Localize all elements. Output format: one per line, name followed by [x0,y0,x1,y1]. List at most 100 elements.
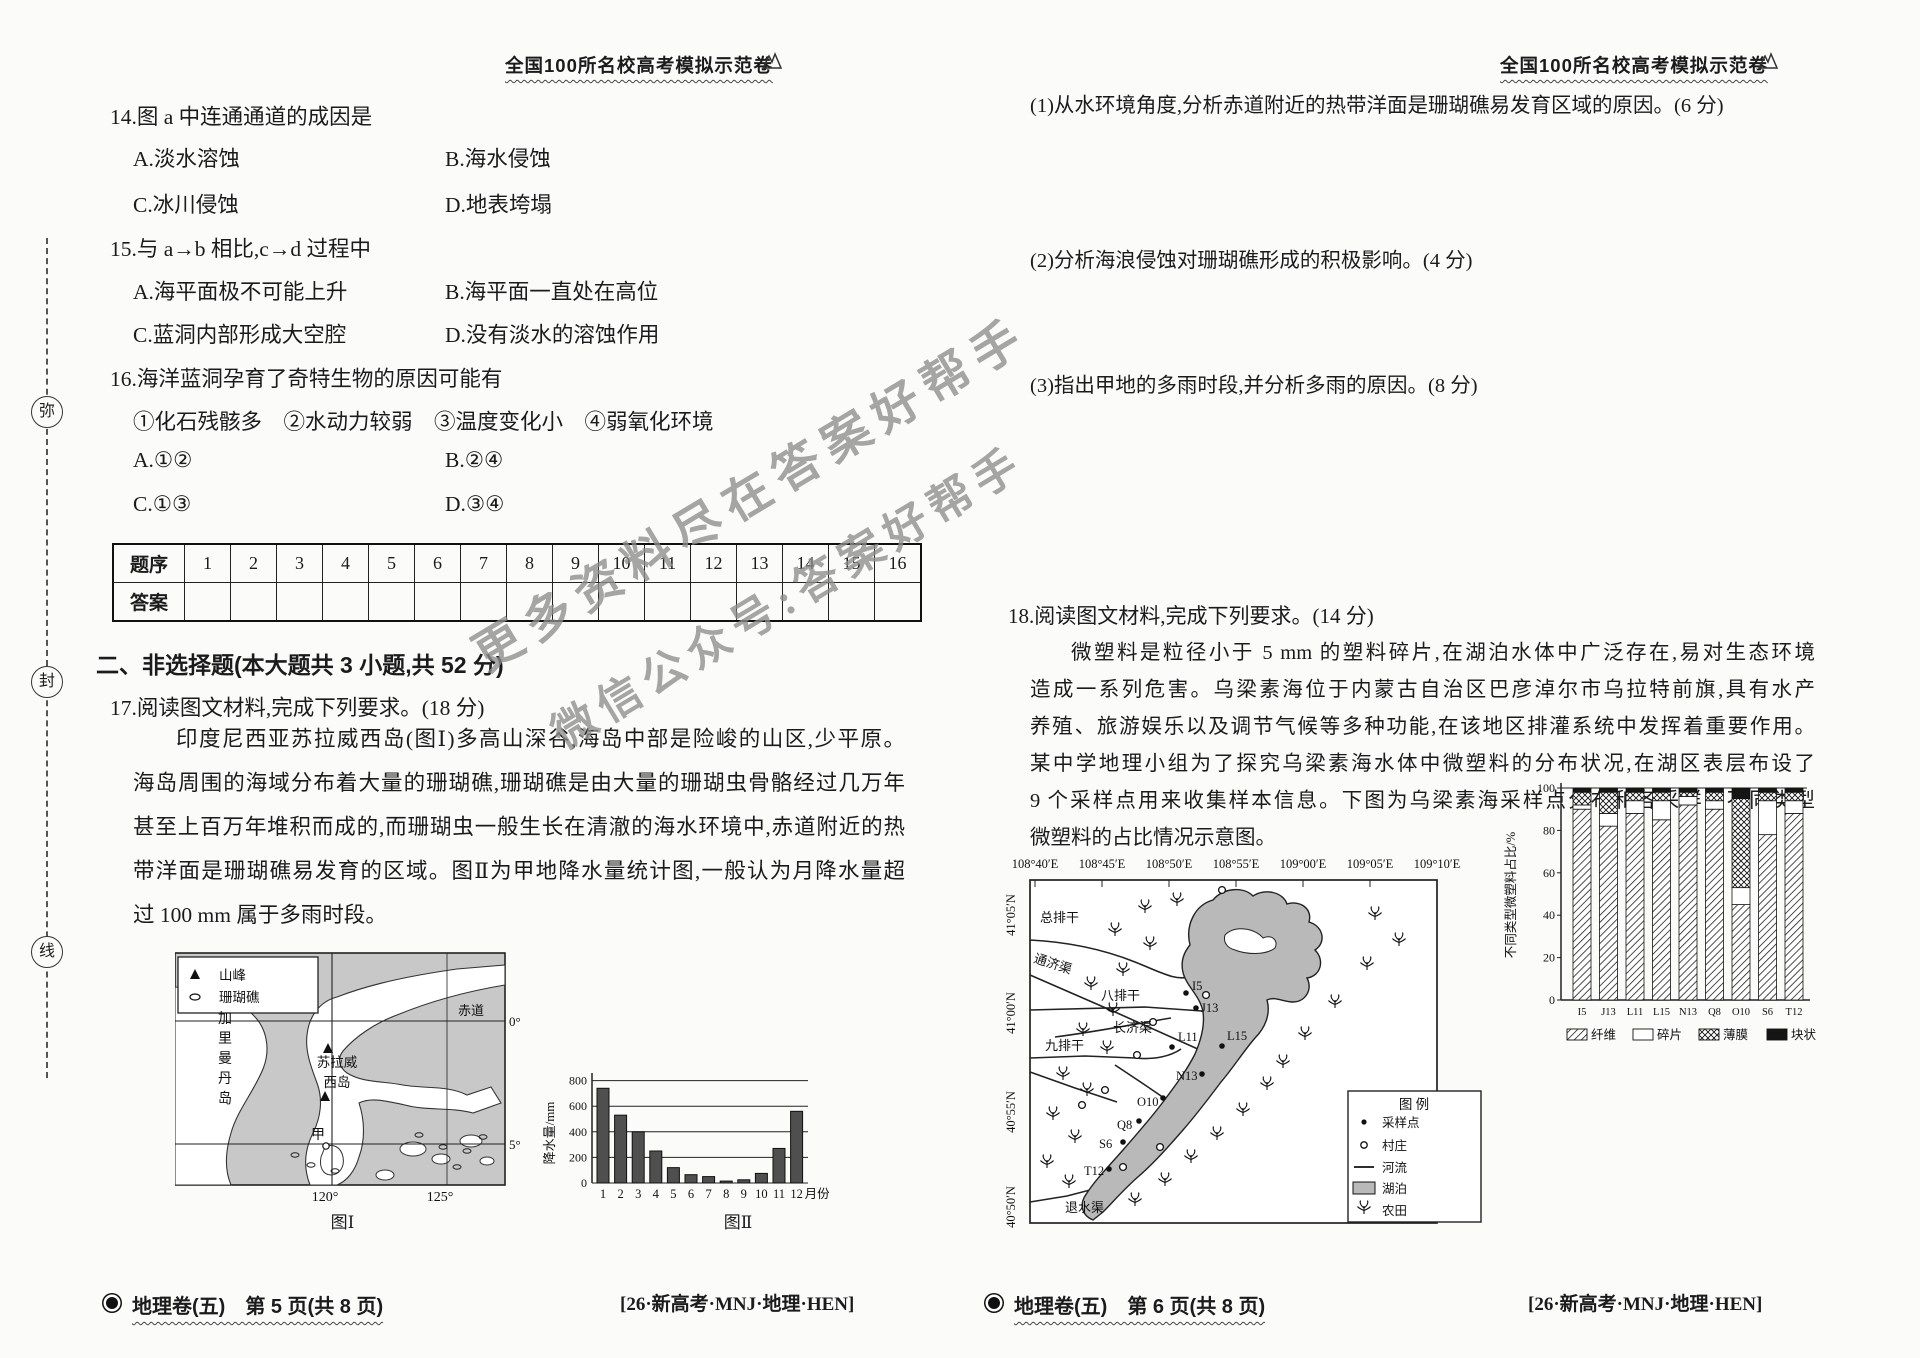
answer-table-number: 11 [644,543,691,583]
sample-point-dot [1219,1043,1225,1049]
fig1-legend-coral-label: 珊瑚礁 [219,990,260,1005]
answer-table-number: 14 [782,543,829,583]
x-tick-label: 5 [670,1187,676,1201]
precip-bar [719,1180,733,1184]
answer-table-number: 7 [460,543,507,583]
y-tick-label: 400 [569,1125,587,1139]
sample-point-dot [1199,1071,1205,1077]
x-tick-label: 10 [755,1187,768,1201]
seal-mark-mi: 弥 [31,396,63,428]
stack-segment-块状 [1599,787,1618,793]
stack-segment-块状 [1572,787,1592,793]
answer-table-blank[interactable] [644,582,691,622]
precip-bar [754,1172,768,1184]
answer-table-blank[interactable] [736,582,783,622]
stack-segment-纤维 [1705,808,1724,1001]
point-a-marker [322,1142,330,1150]
q14-stem: 14.图 a 中连通通道的成因是 [110,105,373,129]
answer-table-blank[interactable] [782,582,829,622]
village-markers [1077,885,1227,1172]
header-ornament-icon [762,52,782,69]
stack-segment-薄膜 [1758,791,1777,802]
canal-label-jiupaigan: 九排干 [1045,1038,1084,1053]
answer-table-blank[interactable] [828,582,875,622]
stack-segment-碎片 [1705,800,1724,810]
seal-mark-feng: 封 [31,666,63,698]
answer-table-blank[interactable] [322,582,369,622]
answer-table-blank[interactable] [874,582,922,622]
paragraph-line: 造成一系列危害。乌梁素海位于内蒙古自治区巴彦淖尔市乌拉特前旗,具有水产 [1030,679,1815,701]
paragraph-line: 印度尼西亚苏拉威西岛(图Ⅰ)多高山深谷,海岛中部是险峻的山区,少平原。 [176,727,905,751]
answer-table-number: 1 [184,543,231,583]
answer-table-blank[interactable] [184,582,231,622]
precip-bar [684,1174,698,1184]
x-tick-label: L11 [1627,1007,1644,1018]
q16-option-b: B.②④ [445,448,504,472]
y-tick-label: 60 [1543,866,1555,880]
fig1-legend-peak-label: 山峰 [219,968,246,983]
answer-table-blank[interactable] [552,582,599,622]
legend-swatch-块状 [1766,1028,1788,1041]
x-tick-label: O10 [1732,1007,1750,1018]
answer-table-blank[interactable] [276,582,323,622]
stack-segment-块状 [1758,787,1777,793]
q17-sub1: (1)从水环境角度,分析赤道附近的热带洋面是珊瑚礁易发育区域的原因。(6 分) [1030,95,1724,117]
sample-point-label: Q8 [1117,1118,1132,1132]
q17-paragraph: 印度尼西亚苏拉威西岛(图Ⅰ)多高山深谷,海岛中部是险峻的山区,少平原。海岛周围的… [133,724,905,944]
lat-label: 40°50′N [1004,1186,1018,1228]
footer-page-right: 地理卷(五) 第 6 页(共 8 页) [1014,1296,1266,1318]
canal-label-zongpaigan: 总排干 [1040,910,1079,925]
y-tick-label: 80 [1543,823,1555,837]
answer-table-blank[interactable] [368,582,415,622]
page-header-left: 全国100所名校高考模拟示范卷 [505,55,773,76]
stack-segment-薄膜 [1625,791,1645,802]
answer-table-blank[interactable] [506,582,553,622]
answer-table-number: 16 [874,543,922,583]
q17-sub3: (3)指出甲地的多雨时段,并分析多雨的原因。(8 分) [1030,375,1478,397]
paragraph-line: 甚至上百万年堆积而成的,而珊瑚虫一般生长在清澈的海水环境中,赤道附近的热 [133,815,905,839]
sulawesi-label: 苏拉威西岛 [317,1055,358,1090]
sulawesi-label-line2: 西岛 [324,1075,351,1090]
y-tick-label: 600 [569,1099,587,1113]
sample-point-label: S6 [1099,1137,1112,1151]
lon-label: 108°45′E [1079,857,1126,871]
figure2-caption: 图Ⅱ [723,1213,753,1232]
y-tick-label: 20 [1543,951,1555,965]
answer-table-number: 9 [552,543,599,583]
answer-table-blank[interactable] [414,582,461,622]
y-tick-label: 0 [581,1176,587,1190]
sample-point-dot [1136,1118,1142,1124]
stack-segment-薄膜 [1731,798,1751,889]
answer-table-blank[interactable] [598,582,645,622]
lake-polygon [1081,889,1323,1221]
q15-option-b: B.海平面一直处在高位 [445,280,659,304]
precip-bar [596,1087,610,1184]
y-axis-title: 不同类型微塑料占比/% [1503,832,1518,958]
stack-segment-纤维 [1625,813,1645,1001]
legend-label: 薄膜 [1723,1027,1748,1042]
stack-segment-碎片 [1784,800,1804,814]
x-tick-label: L15 [1653,1007,1670,1018]
footer-page-left: 地理卷(五) 第 5 页(共 8 页) [132,1296,384,1318]
x-tick-label: 9 [741,1187,747,1201]
sulawesi-label-line1: 苏拉威 [317,1055,358,1070]
sample-point-dot [1183,990,1189,996]
answer-table-blank[interactable] [690,582,737,622]
answer-table-blank[interactable] [230,582,277,622]
section2-heading: 二、非选择题(本大题共 3 小题,共 52 分) [96,652,504,678]
x-tick-label: 12 [790,1187,803,1201]
stack-segment-块状 [1652,787,1671,793]
q16-stem: 16.海洋蓝洞孕育了奇特生物的原因可能有 [110,367,503,391]
precip-bar [702,1176,716,1184]
village-icon [1360,1141,1368,1149]
answer-table-blank[interactable] [460,582,507,622]
y-tick-label: 800 [569,1074,587,1088]
q17-heading: 17.阅读图文材料,完成下列要求。(18 分) [110,696,485,720]
stack-segment-薄膜 [1572,791,1592,806]
legend-river-label: 河流 [1382,1161,1408,1175]
stack-segment-纤维 [1758,834,1777,1001]
